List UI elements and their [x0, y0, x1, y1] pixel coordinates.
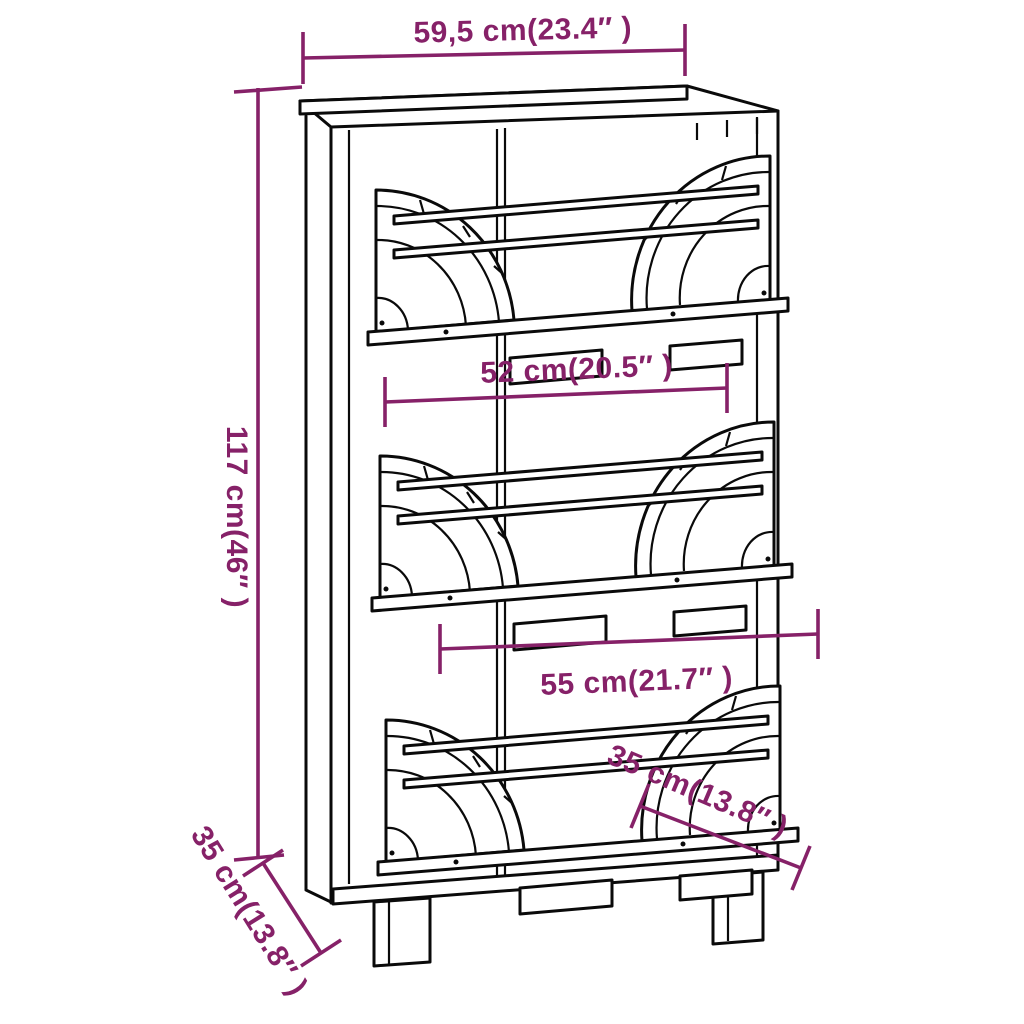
dimension-width-top: 59,5 cm(23.4″ ) [301, 11, 687, 84]
dimension-depth-left: 35 cm(13.8″ ) [184, 821, 342, 1001]
dimension-height-left: 117 cm(46″ ) [220, 85, 303, 862]
hinge-marks [695, 117, 759, 140]
dimension-line [639, 804, 802, 870]
dimension-line [302, 48, 686, 60]
dimension-line [261, 862, 323, 954]
dimension-tick-start [242, 848, 284, 878]
dimension-line [439, 632, 819, 651]
dimension-line [384, 386, 728, 404]
cabinet-foot-left [372, 896, 432, 968]
cabinet-bottom-panel [331, 853, 780, 906]
flip-compartment-1 [366, 154, 790, 386]
shoe-cabinet-line-art [298, 84, 800, 968]
dimension-tick-end [790, 845, 812, 891]
dimension-inner-width-lower: 55 cm(21.7″ ) [438, 609, 820, 702]
dimension-tick-start [233, 85, 303, 94]
flip-compartment-2 [370, 420, 794, 652]
dimension-inner-width-upper: 52 cm(20.5″ ) [383, 349, 729, 427]
cabinet-top-front-edge [298, 84, 689, 116]
dimension-width-top-label: 59,5 cm(23.4″ ) [413, 11, 632, 49]
dimension-inner-width-lower-label: 55 cm(21.7″ ) [540, 661, 734, 702]
dimension-inner-width-upper-label: 52 cm(20.5″ ) [480, 349, 674, 390]
cabinet-left-side-panel [304, 114, 335, 905]
dimension-tick-end [300, 938, 342, 968]
dimension-height-left-label: 117 cm(46″ ) [220, 426, 253, 608]
dimension-tick-start [629, 783, 651, 829]
